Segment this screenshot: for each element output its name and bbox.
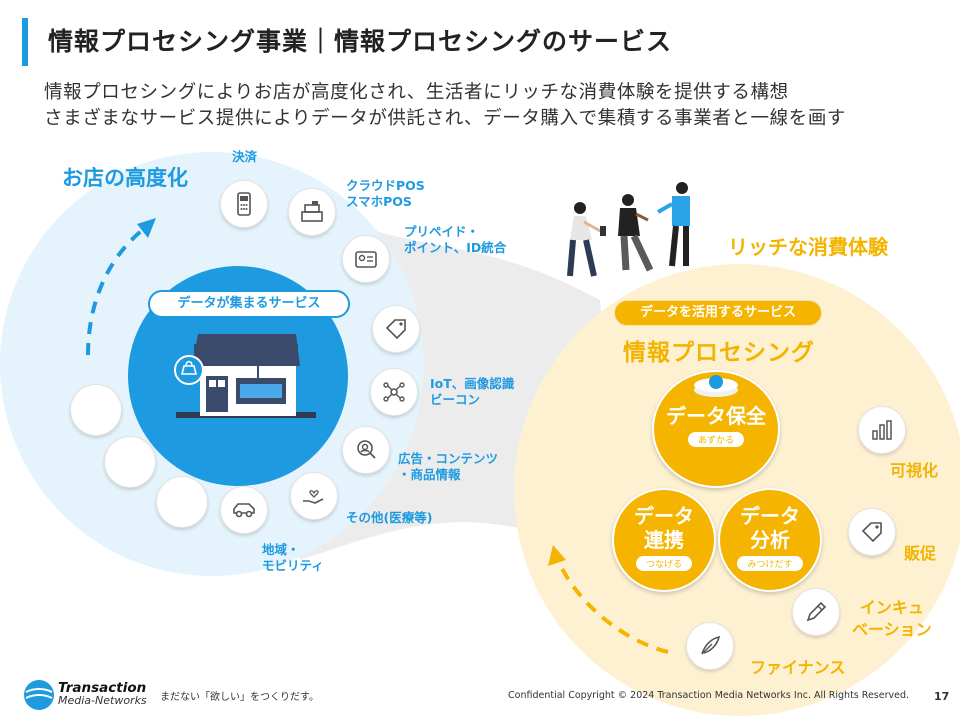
hand-heart-icon — [290, 472, 338, 520]
empty-service-slot-3 — [156, 476, 208, 528]
company-logo-icon — [24, 680, 54, 710]
coupon-tag-icon — [848, 508, 896, 556]
empty-service-slot-2 — [104, 436, 156, 488]
title-accent-bar — [22, 18, 28, 66]
incubation-label: インキュベーション — [852, 598, 932, 639]
data-preservation-bubble: データ保全 あずかる — [652, 370, 780, 488]
lead-text-line-1: 情報プロセシングによりお店が高度化され、生活者にリッチな消費体験を提供する構想 — [44, 82, 789, 103]
copyright-text: Confidential Copyright © 2024 Transactio… — [508, 690, 910, 701]
network-icon — [370, 368, 418, 416]
service-label-region-mobility: 地域・モビリティ — [262, 542, 324, 573]
left-cycle-arrow — [86, 226, 147, 356]
rich-experience-title: リッチな消費体験 — [728, 235, 888, 259]
data-linking-label: データ連携 — [634, 504, 694, 552]
car-icon — [220, 486, 268, 534]
service-label-iot: IoT、画像認識ビーコン — [430, 376, 515, 407]
information-processing-title: 情報プロセシング — [623, 340, 815, 366]
brand-name-line-1: Transaction — [58, 680, 147, 696]
store-icon — [176, 334, 316, 418]
data-linking-bubble: データ連携 つなげる — [612, 488, 716, 592]
bar-chart-icon — [858, 406, 906, 454]
store-advancement-title: お店の高度化 — [62, 166, 188, 190]
service-label-other-medical: その他(医療等) — [346, 510, 433, 525]
finance-label: ファイナンス — [750, 658, 846, 677]
lead-text-line-2: さまざまなサービス提供によりデータが供託され、データ購入で集積する事業者と一線を… — [44, 108, 847, 129]
people-illustration — [567, 182, 690, 277]
empty-service-slot-1 — [70, 384, 122, 436]
page-title: 情報プロセシング事業｜情報プロセシングのサービス — [48, 27, 673, 56]
pen-icon — [792, 588, 840, 636]
page-number: 17 — [934, 690, 950, 703]
payment-terminal-icon — [220, 180, 268, 228]
price-tag-icon — [372, 305, 420, 353]
data-preservation-label: データ保全 — [666, 404, 766, 428]
data-analysis-sub: みつけだす — [737, 556, 803, 571]
right-arrow-head — [548, 545, 566, 566]
service-label-payment: 決済 — [232, 149, 258, 164]
service-label-ad-content: 広告・コンテンツ・商品情報 — [398, 451, 499, 482]
database-icon — [694, 375, 738, 397]
left-arrow-head — [137, 218, 156, 238]
right-cycle-arrow — [556, 559, 669, 654]
brand-name-line-2: Media-Networks — [58, 694, 147, 707]
data-preservation-sub: あずかる — [687, 432, 744, 447]
data-linking-sub: つなげる — [635, 556, 692, 571]
id-card-icon — [342, 235, 390, 283]
data-utilizing-services-pill: データを活用するサービス — [614, 300, 822, 326]
tagline: まだない「欲しい」をつくりだす。 — [160, 692, 319, 703]
bag-badge — [174, 355, 204, 385]
right-circle — [514, 264, 960, 716]
service-label-prepaid-point: プリペイド・ポイント、ID統合 — [404, 224, 507, 255]
sales-promotion-label: 販促 — [904, 544, 937, 563]
feather-icon — [686, 622, 734, 670]
data-collecting-services-pill: データが集まるサービス — [148, 290, 350, 318]
data-analysis-bubble: データ分析 みつけだす — [718, 488, 822, 592]
cash-register-icon — [288, 188, 336, 236]
face-recognition-icon — [342, 426, 390, 474]
data-analysis-label: データ分析 — [740, 504, 800, 552]
visualization-label: 可視化 — [890, 461, 939, 480]
